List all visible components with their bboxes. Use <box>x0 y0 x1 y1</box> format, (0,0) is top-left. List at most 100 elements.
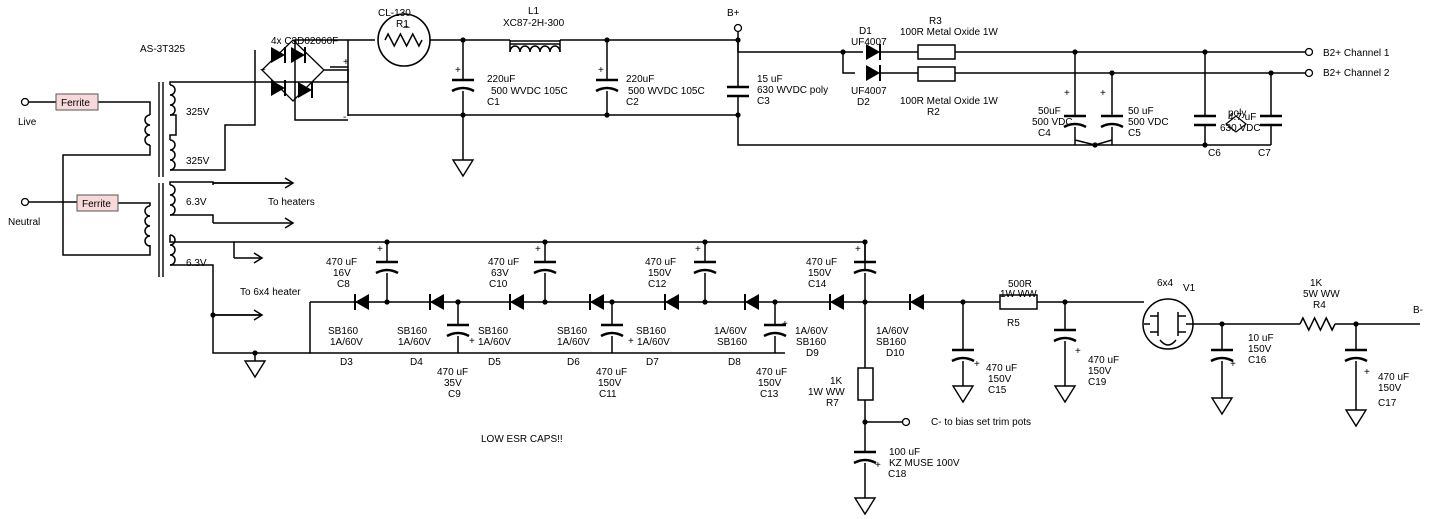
label-c18_v: KZ MUSE 100V <box>889 458 960 469</box>
diode <box>830 294 844 310</box>
coil <box>144 205 151 247</box>
junction-dot <box>862 419 868 425</box>
wire <box>1186 323 1223 350</box>
junction-dot <box>735 37 741 43</box>
label-r4: R4 <box>1313 300 1326 311</box>
label-d8_r: 1A/60V <box>714 326 747 337</box>
polarity-plus: + <box>1100 88 1106 99</box>
label-v63b: 6.3V <box>186 258 207 269</box>
polarity-plus: + <box>695 244 701 255</box>
terminal <box>1304 47 1314 57</box>
polarity-plus: + <box>535 244 541 255</box>
label-d6: D6 <box>567 357 580 368</box>
wire <box>169 81 180 85</box>
label-r2: R2 <box>927 107 940 118</box>
ground-symbol <box>1053 385 1077 404</box>
junction-dot <box>840 49 846 55</box>
polarity-plus: + <box>782 319 788 330</box>
label-c5: C5 <box>1128 128 1141 139</box>
label-l1_type: XC87-2H-300 <box>503 18 565 29</box>
ground-symbol <box>1344 409 1368 428</box>
label-r5: R5 <box>1007 318 1020 329</box>
label-v1_type: 6x4 <box>1157 278 1174 289</box>
junction-dot <box>210 312 216 318</box>
label-c67_val: 4.7 uF <box>1228 112 1256 123</box>
arrow-head <box>253 309 264 321</box>
junction-dot <box>1219 321 1225 327</box>
ferrite-bead <box>76 194 119 212</box>
capacitor-plate <box>853 458 877 465</box>
label-live: Live <box>18 117 37 128</box>
polarity-plus: + <box>598 65 604 76</box>
ground-symbol <box>451 159 475 178</box>
label-c3_val: 15 uF <box>757 74 783 85</box>
ground-symbol <box>1210 397 1234 416</box>
label-c17_val: 470 uF <box>1378 372 1409 383</box>
label-c5_val: 50 uF <box>1128 106 1154 117</box>
capacitor-plate <box>375 268 399 275</box>
label-c8: C8 <box>337 279 350 290</box>
junction-dot <box>702 299 708 305</box>
resistor <box>917 44 956 60</box>
capacitor-plate <box>595 86 619 93</box>
diode <box>665 294 679 310</box>
label-to_6x4: To 6x4 heater <box>240 287 301 298</box>
junction-dot <box>1109 70 1115 76</box>
diode <box>866 65 880 81</box>
diode <box>745 294 759 310</box>
label-r7_v: 1W WW <box>808 387 845 398</box>
label-c4: C4 <box>1038 128 1051 139</box>
ground-symbol <box>853 497 877 516</box>
wire <box>738 51 855 74</box>
polarity-plus: + <box>1075 346 1081 357</box>
label-c10_v: 63V <box>491 268 509 279</box>
label-c19_v: 150V <box>1088 366 1112 377</box>
polarity-plus: + <box>875 460 881 471</box>
label-c16_v: 150V <box>1248 344 1272 355</box>
label-c17_v: 150V <box>1378 383 1402 394</box>
coil <box>169 184 176 216</box>
label-c13: C13 <box>760 389 779 400</box>
wire <box>180 39 349 121</box>
label-r3: R3 <box>929 16 942 27</box>
label-d9_r: 1A/60V <box>795 326 828 337</box>
label-r3_type: 100R Metal Oxide 1W <box>900 27 998 38</box>
label-d8: D8 <box>728 357 741 368</box>
label-v325b: 325V <box>186 156 210 167</box>
polarity-plus: + <box>1230 359 1236 370</box>
label-r4_val: 1K <box>1310 278 1323 289</box>
junction-dot <box>384 239 390 245</box>
label-c12_v: 150V <box>648 268 672 279</box>
junction-dot <box>735 112 741 118</box>
polarity-plus: + <box>1364 367 1370 378</box>
label-d5_t: SB160 <box>478 326 508 337</box>
label-bminus: B- <box>1413 305 1423 316</box>
tube-heater <box>1159 339 1177 346</box>
label-r7: R7 <box>826 398 839 409</box>
arrow-head <box>284 177 295 189</box>
label-c5_v: 500 VDC <box>1128 117 1169 128</box>
polarity-plus: + <box>855 244 861 255</box>
label-d4_t: SB160 <box>397 326 427 337</box>
label-c1_val: 220uF <box>487 74 515 85</box>
label-c8_v: 16V <box>333 268 351 279</box>
junction-dot <box>862 239 868 245</box>
label-d5_r: 1A/60V <box>478 337 511 348</box>
resistor <box>917 66 956 82</box>
label-d2: D2 <box>857 97 870 108</box>
diode <box>910 294 924 310</box>
label-c11: C11 <box>599 389 617 400</box>
label-d10_r: 1A/60V <box>876 326 909 337</box>
vacuum-tube <box>1142 298 1194 350</box>
label-c10_val: 470 uF <box>488 257 519 268</box>
diode <box>271 47 285 63</box>
label-c3_v: 630 WVDC poly <box>757 85 828 96</box>
label-b2_ch2: B2+ Channel 2 <box>1323 68 1390 79</box>
label-c2_val: 220uF <box>626 74 654 85</box>
terminal <box>901 417 911 427</box>
capacitor-plate <box>853 268 877 275</box>
polarity-plus: + <box>455 65 461 76</box>
ground-symbol <box>243 360 267 379</box>
coil <box>144 114 151 146</box>
label-d5: D5 <box>488 357 501 368</box>
